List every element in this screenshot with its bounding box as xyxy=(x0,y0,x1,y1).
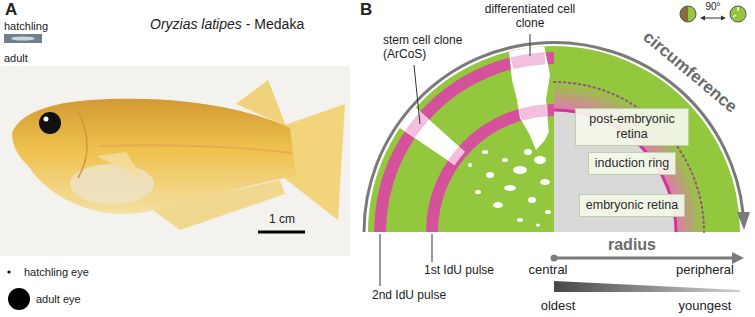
region-label-box: post-embryonic retina xyxy=(575,108,689,146)
hatchling-fish xyxy=(11,37,35,41)
region-label: post-embryonic retina xyxy=(582,112,682,142)
adult-fish xyxy=(12,80,345,230)
leader-line xyxy=(380,234,381,286)
cell xyxy=(536,224,540,227)
panel-letter: B xyxy=(360,0,372,20)
induction-gradient xyxy=(554,82,704,232)
axis-label: circumference xyxy=(639,27,741,117)
cell xyxy=(545,210,551,214)
clone-ring-overlap xyxy=(405,112,429,139)
leader-line xyxy=(432,234,433,262)
callout-label: differentiated cell clone xyxy=(484,3,576,31)
rotation-arrow xyxy=(703,18,723,19)
age-wedge xyxy=(554,281,740,292)
region-label-box: induction ring xyxy=(588,152,676,175)
fish-eye xyxy=(39,112,61,134)
adult-eye-dot xyxy=(8,288,30,310)
cell xyxy=(540,179,550,185)
center-dot xyxy=(551,255,558,262)
clone-ring-overlap xyxy=(448,146,465,165)
cell xyxy=(524,149,532,155)
axis-end-label: central xyxy=(528,263,567,278)
cell xyxy=(513,166,527,174)
legend-label: hatchling eye xyxy=(24,266,89,279)
cell xyxy=(475,190,481,194)
eye-icon xyxy=(730,6,746,22)
species-name: Oryzias latipes xyxy=(150,16,242,32)
differentiated-clone xyxy=(509,46,550,150)
adult-photo xyxy=(0,66,350,256)
radius-arrow xyxy=(554,257,734,260)
angle-label: 90° xyxy=(705,1,720,13)
region-label-box: embryonic retina xyxy=(579,194,685,217)
cell xyxy=(482,150,488,154)
common-name: - Medaka xyxy=(246,16,304,32)
eye-icon-clone xyxy=(737,7,739,11)
stage-name: adult xyxy=(4,52,28,65)
hatchling-eye-dot xyxy=(7,270,10,273)
cell xyxy=(502,158,508,162)
rotation-arrowhead xyxy=(721,16,726,21)
circumference-arrowhead xyxy=(737,212,750,230)
scale-bar xyxy=(258,231,305,234)
clone-ring-overlap xyxy=(511,52,546,69)
eye-icon-half xyxy=(680,6,688,22)
axis-end-label: peripheral xyxy=(676,263,734,278)
stage-name: hatchling xyxy=(4,20,48,33)
hatchling-photo xyxy=(4,34,42,43)
axis-label: radius xyxy=(608,236,656,254)
eye-icon-half xyxy=(688,6,696,22)
cell xyxy=(504,185,516,191)
region-label: induction ring xyxy=(595,156,669,171)
region-label: embryonic retina xyxy=(586,198,678,213)
cell xyxy=(468,163,472,167)
rotation-arrowhead xyxy=(700,16,705,21)
cell xyxy=(528,197,536,203)
fish-body xyxy=(12,99,296,214)
cell xyxy=(517,218,523,222)
cell xyxy=(493,202,503,208)
scale-label: 1 cm xyxy=(269,213,295,227)
stem-cell-clone xyxy=(400,108,465,165)
eye-icon-clone xyxy=(733,15,736,17)
legend-label: adult eye xyxy=(36,293,81,306)
age-label: oldest xyxy=(541,299,576,314)
cell xyxy=(486,172,494,178)
leader-line xyxy=(530,34,531,56)
differentiated-cells xyxy=(468,149,551,227)
pulse-label: 2nd IdU pulse xyxy=(372,289,446,303)
lateral-line xyxy=(100,145,292,153)
clone-ring-overlap xyxy=(519,104,548,120)
fish-gill xyxy=(78,112,87,178)
leader-line xyxy=(414,65,420,124)
age-label: youngest xyxy=(679,299,732,314)
cell xyxy=(534,156,546,164)
pectoral-fin xyxy=(96,152,142,178)
panel-letter: A xyxy=(5,0,17,20)
eye-icon-outline xyxy=(680,6,696,22)
induction-boundary xyxy=(554,82,704,232)
eye-highlight xyxy=(44,117,49,122)
callout-label: stem cell clone (ArCoS) xyxy=(383,34,478,62)
pulse-label: 1st IdU pulse xyxy=(424,264,494,278)
